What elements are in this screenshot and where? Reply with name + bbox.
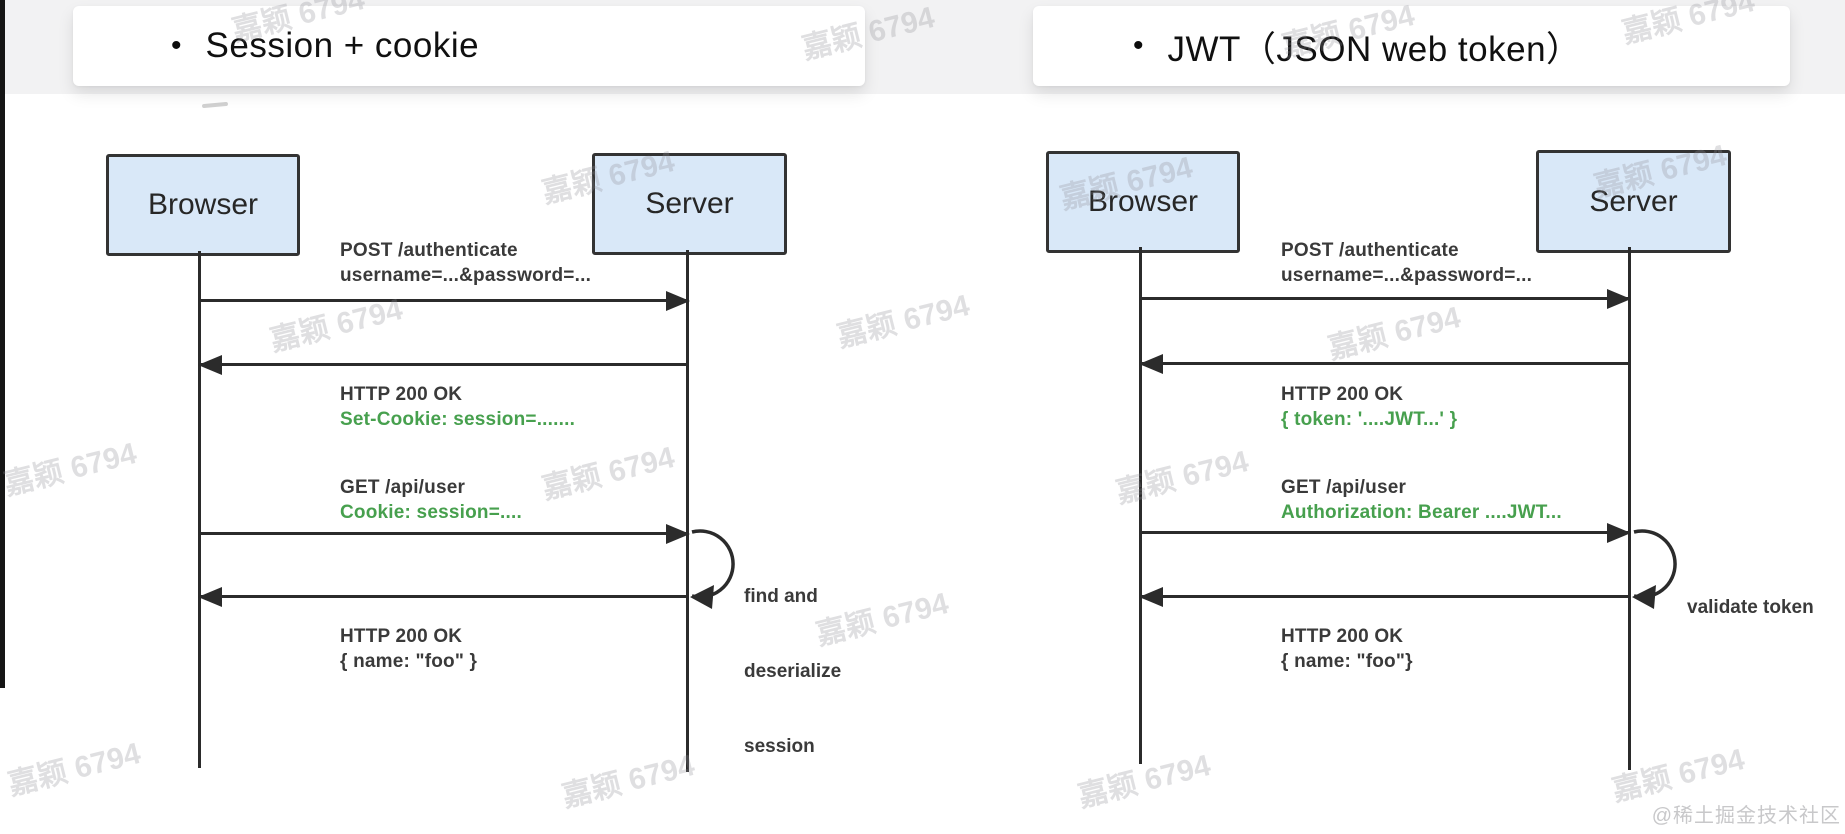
message-label: GET /api/user — [1281, 477, 1407, 498]
message-label: POST /authenticate — [1281, 240, 1459, 261]
loop-label-line: deserialize — [744, 661, 842, 682]
loop-label-line: session — [744, 736, 815, 757]
arrow-http200-token-right — [1139, 353, 1629, 374]
message-label: { name: "foo" } — [340, 651, 478, 672]
loop-label-validate-token: validate token — [1687, 545, 1814, 670]
server-label: Server — [645, 187, 734, 220]
bullet-icon: • — [171, 29, 182, 62]
stray-mark — [201, 101, 229, 109]
arrow-post-authenticate-left — [200, 290, 690, 311]
message-label-set-cookie: Set-Cookie: session=....... — [340, 409, 576, 430]
message-label-cookie: Cookie: session=.... — [340, 502, 522, 523]
watermark: 嘉颖 6794 — [1324, 301, 1464, 366]
message-label: HTTP 200 OK — [340, 626, 463, 647]
self-loop-arrow-left — [690, 529, 735, 609]
arrowhead-left-icon — [198, 586, 222, 607]
title-card-jwt: • JWT（JSON web token） — [1033, 6, 1790, 86]
watermark: 嘉颖 6794 — [1074, 749, 1214, 814]
message-label: HTTP 200 OK — [1281, 626, 1404, 647]
message-label: HTTP 200 OK — [340, 384, 463, 405]
server-lifeline-left — [686, 250, 689, 772]
arrowhead-right-icon — [1607, 522, 1631, 543]
watermark: 嘉颖 6794 — [266, 293, 406, 358]
arrow-http200-name-right — [1139, 586, 1629, 607]
arrowhead-right-icon — [1607, 288, 1631, 309]
server-box-right: Server — [1536, 150, 1731, 253]
server-lifeline-right — [1628, 247, 1631, 770]
loop-label-line: validate token — [1687, 597, 1814, 618]
self-loop-arrow-right — [1632, 529, 1677, 609]
loop-label-deserialize: find and deserialize session — [744, 534, 841, 809]
arrowhead-right-icon — [666, 290, 690, 311]
message-label: username=...&password=... — [1281, 265, 1533, 286]
server-label: Server — [1589, 184, 1678, 218]
message-label: HTTP 200 OK — [1281, 384, 1404, 405]
message-label-token: { token: '....JWT...' } — [1281, 409, 1458, 430]
arrowhead-left-icon — [1139, 353, 1163, 374]
message-label-authorization: Authorization: Bearer ....JWT... — [1281, 502, 1562, 523]
left-edge-bar — [0, 0, 5, 688]
message-label: username=...&password=... — [340, 265, 592, 286]
server-box-left: Server — [592, 153, 787, 255]
browser-label: Browser — [147, 188, 259, 221]
watermark: 嘉颖 6794 — [833, 289, 973, 354]
browser-lifeline-right — [1139, 247, 1142, 764]
arrow-http200-name-left — [198, 586, 688, 607]
title-jwt: JWT（JSON web token） — [1167, 29, 1582, 69]
watermark: 嘉颖 6794 — [0, 437, 140, 502]
title-session-cookie: Session + cookie — [205, 26, 480, 65]
browser-box-right: Browser — [1046, 151, 1240, 253]
arrowhead-right-icon — [666, 523, 690, 544]
loop-label-line: find and — [744, 586, 818, 607]
browser-lifeline-left — [198, 251, 201, 768]
watermark: 嘉颖 6794 — [558, 749, 698, 814]
community-credit: @稀土掘金技术社区 — [1651, 805, 1841, 827]
message-label: { name: "foo"} — [1281, 651, 1413, 672]
message-label: POST /authenticate — [340, 240, 518, 261]
arrow-get-api-user-right — [1141, 522, 1631, 543]
arrow-http200-setcookie-left — [198, 354, 688, 375]
arrowhead-left-icon — [198, 354, 222, 375]
message-label: GET /api/user — [340, 477, 466, 498]
bullet-icon: • — [1133, 29, 1144, 62]
arrow-post-authenticate-right — [1141, 288, 1631, 309]
browser-box-left: Browser — [106, 154, 300, 256]
watermark: 嘉颖 6794 — [4, 737, 144, 802]
browser-label: Browser — [1087, 185, 1199, 218]
watermark: 嘉颖 6794 — [1112, 445, 1252, 510]
arrowhead-left-icon — [1139, 586, 1163, 607]
arrow-get-api-user-left — [200, 523, 690, 544]
watermark: 嘉颖 6794 — [538, 441, 678, 506]
title-card-session: • Session + cookie — [73, 6, 865, 86]
